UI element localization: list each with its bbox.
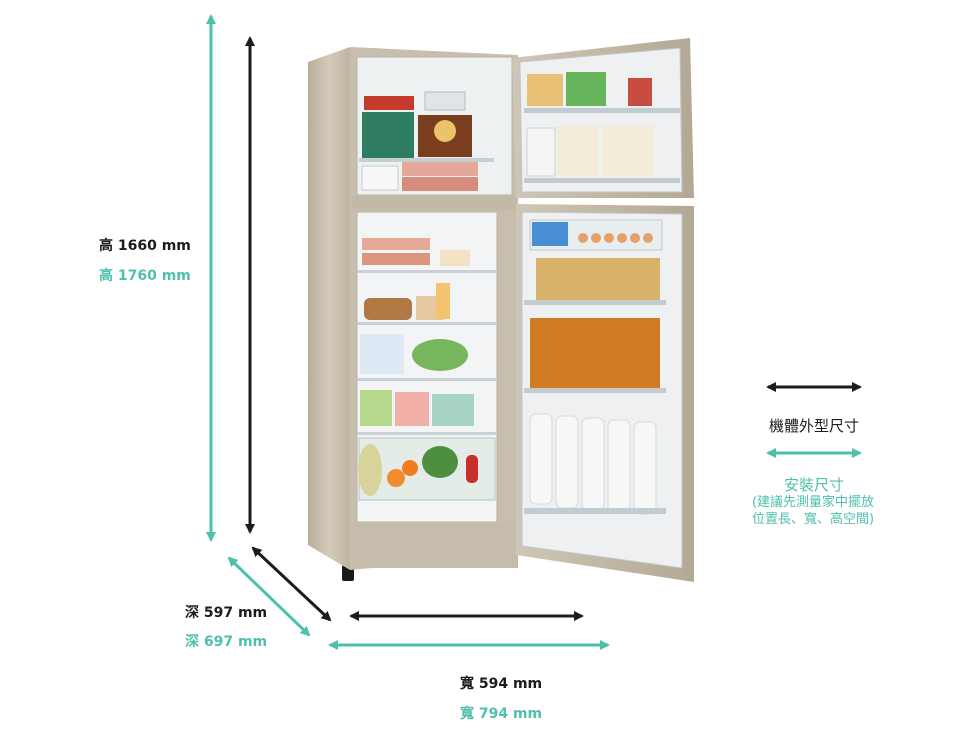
milk-bottle: [633, 421, 657, 515]
eggs-box: [440, 250, 470, 266]
food-box-1: [362, 112, 414, 158]
door-item-2: [566, 72, 606, 106]
milk-bottle: [581, 417, 605, 511]
pepper: [466, 455, 478, 483]
freezer-door-shelf-2: [524, 178, 680, 183]
legend-install-label: 安裝尺寸: [783, 476, 844, 494]
height-install-label: 高 1760 mm: [99, 268, 191, 284]
food-logo: [434, 120, 456, 142]
door-item-5: [557, 126, 599, 176]
milk-bottle: [607, 419, 631, 513]
depth-install-label: 深 697 mm: [185, 634, 268, 650]
door-item-6: [603, 126, 653, 176]
fridge-shelf-1: [357, 270, 497, 273]
depth-install-arrow: [227, 556, 311, 637]
milk-bottle: [529, 413, 553, 505]
cabbage: [422, 446, 458, 478]
food-box-3: [364, 96, 414, 110]
legend-product-label: 機體外型尺寸: [768, 417, 859, 435]
vegetable-1: [358, 444, 382, 496]
door-item-4: [526, 127, 556, 177]
fridge-shelf-3: [357, 378, 497, 381]
salad-bowl: [412, 339, 468, 371]
door-shelf-1: [524, 300, 666, 305]
cabinet-side: [308, 47, 350, 570]
orange-2: [402, 460, 418, 476]
compartment-divider: [352, 196, 517, 210]
can-row: [536, 258, 660, 300]
butter-box: [532, 222, 568, 246]
meat-tray-1: [402, 162, 478, 176]
fridge-bottom: [352, 522, 518, 568]
egg: [604, 233, 614, 243]
width-install-label: 寬 794 mm: [460, 706, 543, 722]
meat-pack-2: [362, 253, 430, 265]
egg: [630, 233, 640, 243]
container-1: [360, 390, 392, 426]
bottle-row: [530, 318, 660, 388]
door-shelf-3: [524, 508, 666, 514]
freezer-shelf: [359, 158, 494, 162]
freezer-door-shelf-1: [524, 108, 680, 113]
egg: [643, 233, 653, 243]
depth-product-label: 深 597 mm: [185, 605, 268, 621]
juice-bottle: [436, 283, 450, 319]
legend-install-note: (建議先測量家中擺放 位置長、寬、高空間): [738, 494, 888, 528]
container-3: [432, 394, 474, 426]
freezer-bin: [361, 165, 399, 191]
meat-tray-2: [402, 177, 478, 191]
width-product-label: 寬 594 mm: [460, 676, 543, 692]
yogurt-cups: [360, 334, 404, 374]
container-2: [395, 392, 429, 426]
meat-pack-1: [362, 238, 430, 250]
fridge-shelf-4: [357, 432, 497, 435]
egg: [591, 233, 601, 243]
bread: [364, 298, 412, 320]
legend-install-note-line1: (建議先測量家中擺放: [751, 495, 875, 510]
milk-bottle: [555, 415, 579, 509]
legend-install-note-line2: 位置長、寬、高空間): [751, 512, 875, 527]
door-item-1: [527, 74, 563, 106]
egg: [617, 233, 627, 243]
orange-1: [387, 469, 405, 487]
fridge-shelf-2: [357, 322, 497, 325]
door-shelf-2: [524, 388, 666, 393]
height-product-label: 高 1660 mm: [99, 238, 191, 254]
egg: [578, 233, 588, 243]
door-item-3: [628, 78, 652, 106]
refrigerator-illustration: [308, 38, 694, 582]
ice-tray: [424, 91, 466, 111]
